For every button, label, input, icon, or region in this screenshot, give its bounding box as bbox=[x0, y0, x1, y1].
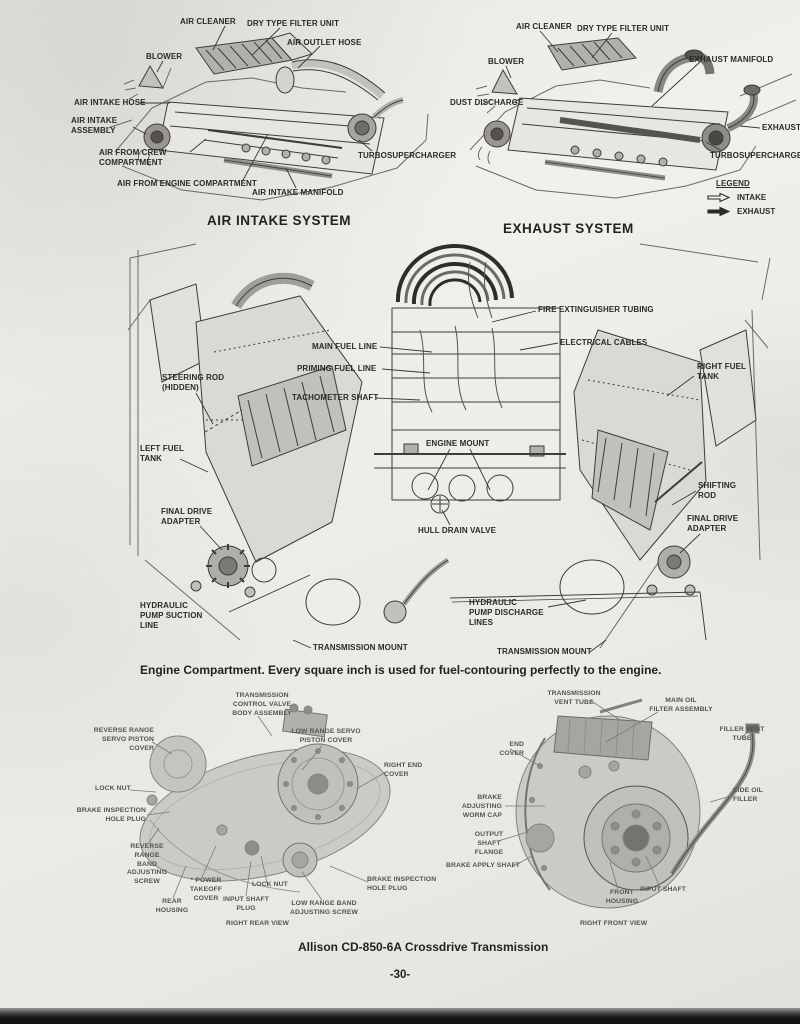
label-exhaust-manifold: EXHAUST MANIFOLD bbox=[689, 55, 774, 64]
transmission-rear-illustration bbox=[139, 703, 391, 893]
label-side-oil-filler: SIDE OIL FILLER bbox=[733, 787, 763, 803]
legend-intake-label: INTAKE bbox=[737, 193, 767, 202]
air-intake-system-title: AIR INTAKE SYSTEM bbox=[207, 213, 352, 228]
label-lock-nut-1: LOCK NUT bbox=[95, 785, 131, 792]
label-transmission-mount-right: TRANSMISSION MOUNT bbox=[497, 647, 592, 656]
label-shifting-rod: SHIFTING ROD bbox=[698, 481, 737, 500]
label-final-drive-adapter-left: FINAL DRIVE ADAPTER bbox=[161, 507, 213, 526]
label-engine-mount: ENGINE MOUNT bbox=[426, 439, 490, 448]
label-air-intake-hose: AIR INTAKE HOSE bbox=[74, 98, 146, 107]
label-brake-adjusting-worm-cap: BRAKE ADJUSTING WORM CAP bbox=[461, 794, 502, 819]
label-hydraulic-pump-discharge-lines: HYDRAULIC PUMP DISCHARGE LINES bbox=[469, 598, 544, 627]
label-left-fuel-tank: LEFT FUEL TANK bbox=[140, 444, 185, 463]
label-blower-exhaust: BLOWER bbox=[488, 57, 525, 66]
label-input-shaft: INPUT SHAFT bbox=[640, 886, 687, 893]
exhaust-arrow-icon bbox=[707, 206, 731, 217]
label-dry-type-filter-unit-exhaust: DRY TYPE FILTER UNIT bbox=[577, 24, 670, 33]
label-air-cleaner-exhaust: AIR CLEANER bbox=[516, 22, 572, 31]
label-filler-vent-tube: FILLER VENT TUBE bbox=[719, 726, 765, 742]
label-main-fuel-line: MAIN FUEL LINE bbox=[312, 342, 378, 351]
label-air-outlet-hose: AIR OUTLET HOSE bbox=[287, 38, 362, 47]
label-electrical-cables: ELECTRICAL CABLES bbox=[560, 338, 648, 347]
page-number: -30- bbox=[389, 969, 411, 981]
label-low-range-band-adjusting-screw: LOW RANGE BAND ADJUSTING SCREW bbox=[290, 900, 358, 916]
label-turbosupercharger-intake: TURBOSUPERCHARGER bbox=[358, 151, 457, 160]
label-dust-discharge: DUST DISCHARGE bbox=[450, 98, 524, 107]
label-input-shaft-plug: INPUT SHAFT PLUG bbox=[222, 896, 270, 912]
label-transmission-mount-left: TRANSMISSION MOUNT bbox=[313, 643, 408, 652]
label-low-range-servo-piston-cover: LOW RANGE SERVO PISTON COVER bbox=[291, 728, 361, 744]
label-exhaust: EXHAUST bbox=[762, 123, 800, 132]
label-steering-rod: STEERING ROD (HIDDEN) bbox=[162, 373, 225, 392]
label-output-shaft-flange: OUTPUT SHAFT FLANGE bbox=[474, 831, 504, 856]
label-end-cover: END COVER bbox=[499, 741, 524, 757]
front-view-label: RIGHT FRONT VIEW bbox=[580, 920, 648, 927]
air-intake-illustration bbox=[107, 32, 429, 201]
transmission-caption: Allison CD-850-6A Crossdrive Transmissio… bbox=[298, 940, 549, 954]
legend-intake-row: INTAKE bbox=[706, 192, 766, 203]
transmission-front-illustration bbox=[515, 698, 760, 909]
label-final-drive-adapter-right: FINAL DRIVE ADAPTER bbox=[687, 514, 739, 533]
label-hull-drain-valve: HULL DRAIN VALVE bbox=[418, 526, 497, 535]
leader-lines-faded bbox=[129, 699, 751, 901]
label-front-housing: FRONT HOUSING bbox=[605, 889, 639, 905]
label-rear-housing: REAR HOUSING bbox=[155, 898, 189, 914]
label-main-oil-filter-assembly: MAIN OIL FILTER ASSEMBLY bbox=[649, 697, 713, 713]
label-air-cleaner: AIR CLEANER bbox=[180, 17, 236, 26]
label-fire-extinguisher-tubing: FIRE EXTINGUISHER TUBING bbox=[538, 305, 654, 314]
label-blower: BLOWER bbox=[146, 52, 183, 61]
label-dry-type-filter-unit: DRY TYPE FILTER UNIT bbox=[247, 19, 340, 28]
label-transmission-vent-tube: TRANSMISSION VENT TUBE bbox=[547, 690, 601, 706]
label-air-from-engine-compartment: AIR FROM ENGINE COMPARTMENT bbox=[117, 179, 257, 188]
engine-compartment-illustration bbox=[127, 243, 771, 649]
leader-lines-dark bbox=[132, 25, 761, 653]
label-air-intake-manifold: AIR INTAKE MANIFOLD bbox=[252, 188, 344, 197]
legend-title: LEGEND bbox=[716, 179, 750, 188]
label-reverse-range-band-adjusting-screw: REVERSE RANGE BAND ADJUSTING SCREW bbox=[126, 843, 168, 886]
rear-view-label: RIGHT REAR VIEW bbox=[226, 920, 290, 927]
label-power-takeoff-cover: * POWER TAKEOFF COVER bbox=[189, 877, 223, 902]
label-priming-fuel-line: PRIMING FUEL LINE bbox=[297, 364, 377, 373]
label-hydraulic-pump-suction-line: HYDRAULIC PUMP SUCTION LINE bbox=[140, 601, 203, 630]
label-brake-inspection-hole-plug-2: BRAKE INSPECTION HOLE PLUG bbox=[367, 876, 437, 892]
label-transmission-control-valve-body: TRANSMISSION CONTROL VALVE BODY ASSEMBLY bbox=[232, 692, 292, 717]
legend-exhaust-label: EXHAUST bbox=[737, 207, 776, 216]
label-brake-inspection-hole-plug-1: BRAKE INSPECTION HOLE PLUG bbox=[76, 807, 146, 823]
label-tachometer-shaft: TACHOMETER SHAFT bbox=[292, 393, 379, 402]
label-air-intake-assembly: AIR INTAKE ASSEMBLY bbox=[71, 116, 118, 135]
label-air-from-crew-compartment: AIR FROM CREW COMPARTMENT bbox=[99, 148, 167, 167]
exhaust-system-title: EXHAUST SYSTEM bbox=[503, 221, 634, 236]
label-brake-apply-shaft: BRAKE APPLY SHAFT bbox=[446, 862, 520, 869]
label-turbosupercharger-exhaust: TURBOSUPERCHARGER bbox=[710, 151, 800, 160]
exhaust-illustration bbox=[469, 37, 797, 199]
label-reverse-range-servo-piston-cover: REVERSE RANGE SERVO PISTON COVER bbox=[93, 727, 154, 752]
intake-arrow-icon bbox=[707, 192, 731, 203]
engine-compartment-caption: Engine Compartment. Every square inch is… bbox=[140, 663, 662, 677]
label-right-fuel-tank: RIGHT FUEL TANK bbox=[697, 362, 746, 381]
scan-edge-shadow bbox=[0, 1008, 800, 1024]
legend-exhaust-row: EXHAUST bbox=[706, 206, 775, 217]
label-right-end-cover: RIGHT END COVER bbox=[384, 762, 423, 778]
label-lock-nut-2: LOCK NUT bbox=[252, 881, 288, 888]
